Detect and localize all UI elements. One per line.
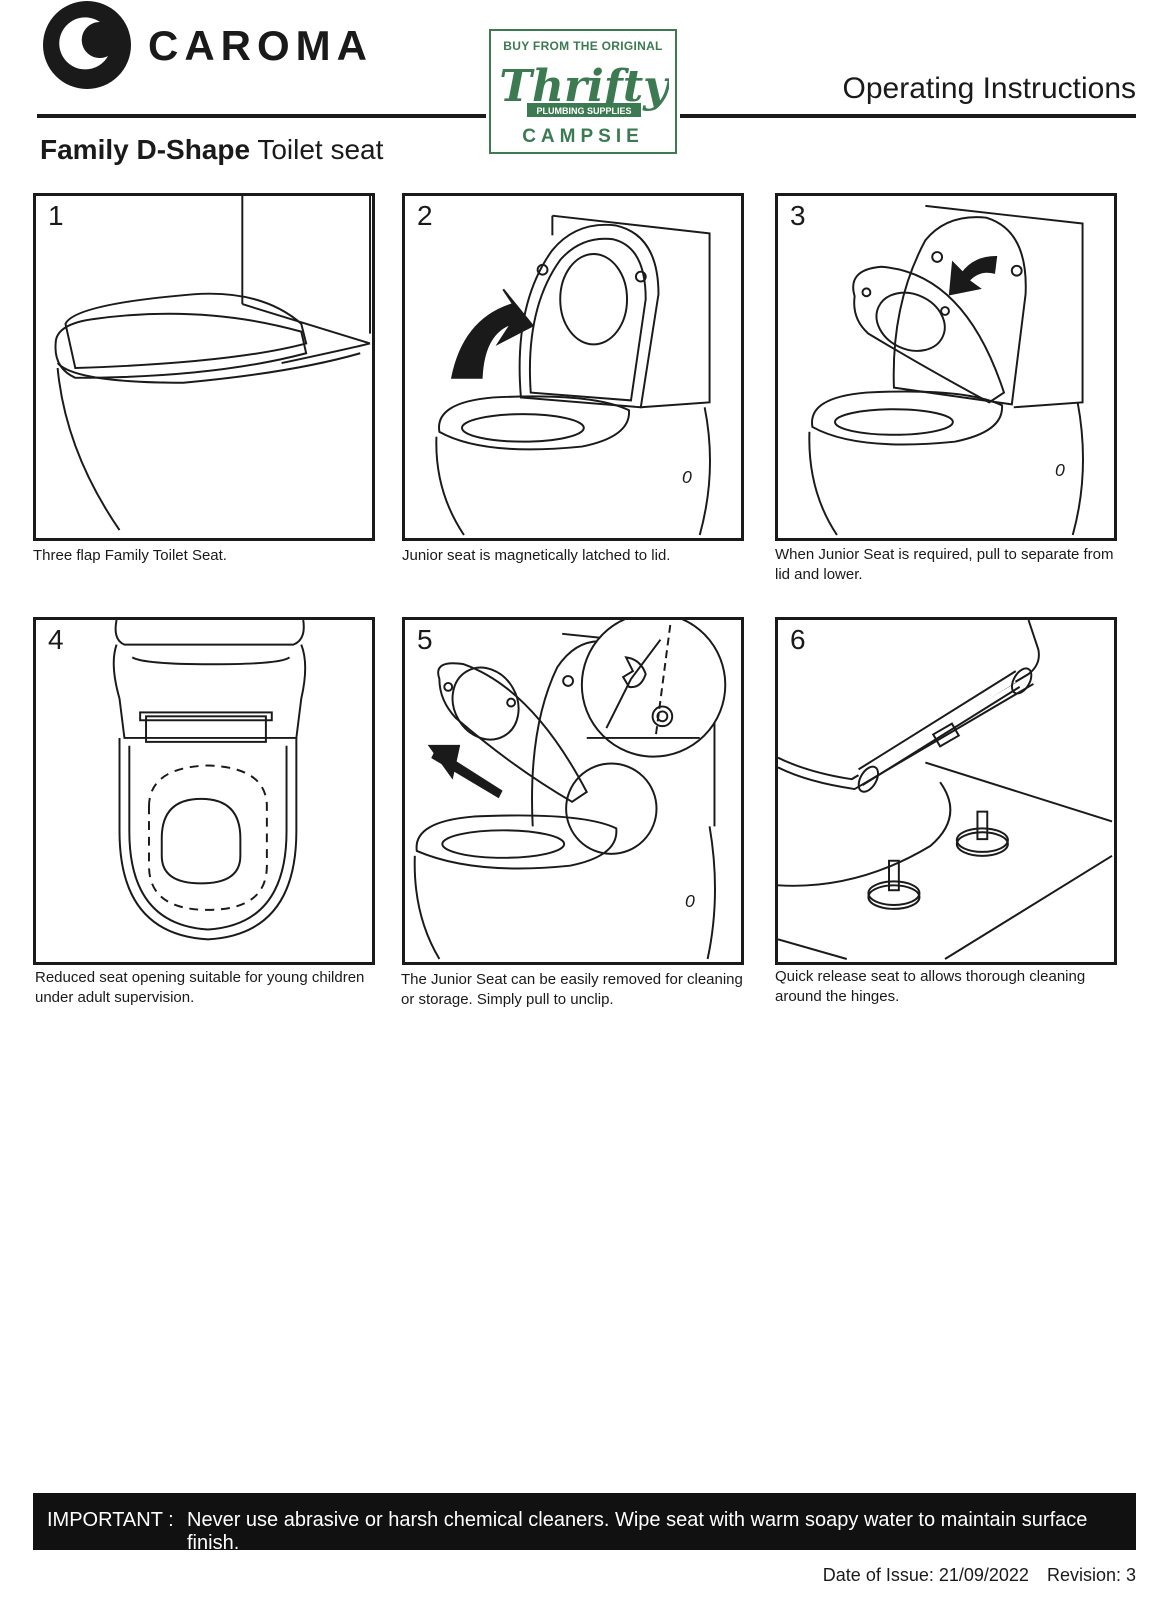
step-number: 6 (790, 624, 806, 655)
caroma-logo-icon (43, 1, 131, 89)
step-number: 3 (790, 200, 806, 231)
closed-toilet-seat-illustration (54, 196, 372, 531)
step-1-caption: Three flap Family Toilet Seat. (33, 547, 227, 564)
quick-release-hinges-illustration (778, 620, 1113, 960)
step-number: 5 (417, 624, 433, 655)
svg-text:0: 0 (1055, 460, 1065, 480)
junior-seat-removal-illustration: 0 (413, 620, 727, 960)
important-text: Never use abrasive or harsh chemical cle… (187, 1509, 1088, 1554)
junior-seat-lowering-illustration: 0 (808, 204, 1084, 536)
issue-info: Date of Issue: 21/09/2022 Revision: 3 (823, 1565, 1136, 1586)
header-rule-left (37, 114, 486, 118)
step-5-caption: The Junior Seat can be easily removed fo… (401, 971, 743, 1008)
important-notice-bar: IMPORTANT : Never use abrasive or harsh … (33, 1493, 1136, 1554)
svg-text:0: 0 (682, 467, 692, 487)
top-view-junior-seat-illustration (112, 620, 307, 941)
step-4-caption: Reduced seat opening suitable for young … (35, 969, 365, 1006)
lid-opening-illustration: 0 (435, 214, 711, 536)
svg-text:0: 0 (685, 891, 695, 911)
step-2-panel: 2 0 (402, 193, 744, 541)
step-number: 4 (48, 624, 64, 655)
brand-name: CAROMA (148, 22, 373, 69)
step-number: 1 (48, 200, 64, 231)
stamp-top-text: BUY FROM THE ORIGINAL (503, 39, 663, 53)
product-name-bold: Family D-Shape (40, 134, 251, 165)
step-5-panel: 5 0 (402, 617, 744, 965)
header-rule-right (680, 114, 1136, 118)
step-6-panel: 6 (775, 617, 1117, 965)
product-name-rest: Toilet seat (257, 134, 384, 165)
date-of-issue: Date of Issue: 21/09/2022 (822, 1565, 1029, 1585)
step-number: 2 (417, 200, 433, 231)
step-4-panel: 4 (33, 617, 375, 965)
revision: Revision: 3 (1046, 1565, 1136, 1585)
step-1-panel: 1 (33, 193, 375, 541)
retailer-stamp: BUY FROM THE ORIGINAL Thrifty PLUMBING S… (489, 29, 677, 154)
product-title: Family D-Shape Toilet seat (40, 134, 383, 166)
step-3-panel: 3 0 (775, 193, 1117, 541)
step-3-caption: When Junior Seat is required, pull to se… (775, 546, 1114, 583)
stamp-bottom-text: CAMPSIE (522, 126, 644, 147)
svg-text:PLUMBING SUPPLIES: PLUMBING SUPPLIES (536, 106, 631, 116)
step-2-caption: Junior seat is magnetically latched to l… (402, 547, 671, 564)
step-6-caption: Quick release seat to allows thorough cl… (775, 968, 1086, 1005)
thrifty-logo: Thrifty PLUMBING SUPPLIES (499, 61, 669, 117)
document-title: Operating Instructions (842, 72, 1136, 105)
important-label: IMPORTANT : (47, 1509, 174, 1531)
